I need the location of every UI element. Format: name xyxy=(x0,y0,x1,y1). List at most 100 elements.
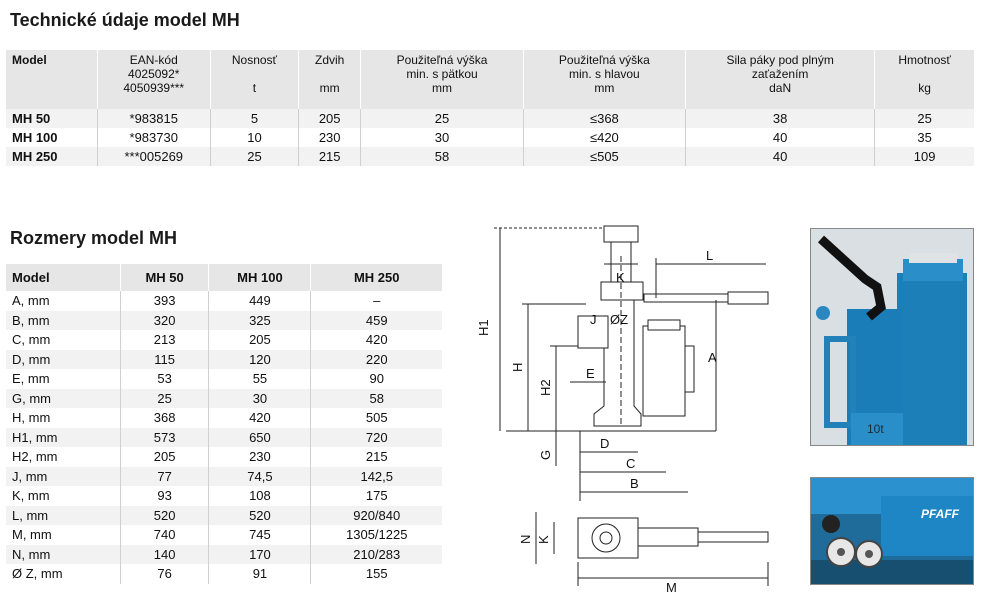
value-cell: 220 xyxy=(310,349,442,369)
dimension-name-cell: H2, mm xyxy=(6,447,121,467)
value-cell: 55 xyxy=(208,369,311,389)
dimension-name-cell: H1, mm xyxy=(6,427,121,447)
dimension-name-cell: H, mm xyxy=(6,408,121,428)
value-cell: 368 xyxy=(119,408,209,428)
tech-header-line: mm xyxy=(319,81,340,95)
value-cell: 25 xyxy=(874,109,974,128)
value-cell: 115 xyxy=(119,349,209,369)
value-cell: 420 xyxy=(208,408,311,428)
value-cell: 108 xyxy=(208,486,311,506)
dim-label-b: B xyxy=(630,476,639,491)
dim-label-d: D xyxy=(600,436,609,451)
value-cell: 170 xyxy=(208,544,311,564)
value-cell: 58 xyxy=(360,147,524,166)
dims-header-col-1: MH 50 xyxy=(119,264,209,291)
dim-label-c: C xyxy=(626,456,635,471)
tech-header-line: mm xyxy=(432,81,452,95)
tech-header-line: Model xyxy=(12,53,47,67)
dim-label-n: N xyxy=(518,535,533,544)
model-cell: MH 100 xyxy=(6,128,98,147)
value-cell: 76 xyxy=(119,564,209,584)
value-cell: 459 xyxy=(310,310,442,330)
dim-label-l: L xyxy=(706,248,713,263)
value-cell: 120 xyxy=(208,349,311,369)
tech-header-line: 4050939*** xyxy=(123,81,185,95)
value-cell: 320 xyxy=(119,310,209,330)
value-cell: 25 xyxy=(209,147,299,166)
value-cell: ≤420 xyxy=(522,128,686,147)
value-cell: 740 xyxy=(119,525,209,545)
value-cell: ≤368 xyxy=(522,109,686,128)
tech-header-line: Použiteľná výška xyxy=(396,53,488,67)
dim-label-h: H xyxy=(510,363,525,372)
dimension-name-cell: E, mm xyxy=(6,369,121,389)
dim-label-z: ØZ xyxy=(610,312,628,327)
dimension-name-cell: J, mm xyxy=(6,466,121,486)
value-cell: 5 xyxy=(209,109,299,128)
dimension-name-cell: G, mm xyxy=(6,388,121,408)
value-cell: 155 xyxy=(310,564,442,584)
dim-label-g: G xyxy=(538,450,553,460)
dimension-name-cell: L, mm xyxy=(6,505,121,525)
dims-header-col-3: MH 250 xyxy=(310,264,442,291)
dimension-name-cell: M, mm xyxy=(6,525,121,545)
dim-label-e: E xyxy=(586,366,595,381)
dimension-name-cell: C, mm xyxy=(6,330,121,350)
value-cell: 650 xyxy=(208,427,311,447)
tech-header-line xyxy=(303,67,356,81)
value-cell: 58 xyxy=(310,388,442,408)
value-cell: 210/283 xyxy=(310,544,442,564)
value-cell: 230 xyxy=(297,128,361,147)
value-cell: 213 xyxy=(119,330,209,350)
value-cell: 140 xyxy=(119,544,209,564)
tech-header-model: Model xyxy=(6,50,98,109)
tech-header-line: min. s hlavou xyxy=(569,67,640,81)
tech-header-line: EAN-kód xyxy=(129,53,178,67)
tech-header-line: kg xyxy=(918,81,931,95)
value-cell: 25 xyxy=(360,109,524,128)
jack-photo-top: 10t xyxy=(810,228,974,446)
jack-photo-detail: PFAFF xyxy=(810,477,974,585)
value-cell: 205 xyxy=(119,447,209,467)
dims-header-col-2: MH 100 xyxy=(208,264,311,291)
dims-title: Rozmery model MH xyxy=(10,228,178,248)
value-cell: 325 xyxy=(208,310,311,330)
value-cell: 520 xyxy=(208,505,311,525)
tech-header-line: 4025092* xyxy=(128,67,180,81)
value-cell: 40 xyxy=(685,147,875,166)
value-cell: *983815 xyxy=(96,109,211,128)
value-cell: 109 xyxy=(874,147,974,166)
value-cell: 205 xyxy=(208,330,311,350)
value-cell: 30 xyxy=(360,128,524,147)
dim-label-h2: H2 xyxy=(538,379,553,396)
tech-header-line: t xyxy=(252,81,257,95)
value-cell: 30 xyxy=(208,388,311,408)
value-cell: 35 xyxy=(874,128,974,147)
value-cell: ***005269 xyxy=(96,147,211,166)
tech-title: Technické údaje model MH xyxy=(10,10,240,30)
dim-label-k-plan: K xyxy=(536,535,551,544)
dimension-name-cell: K, mm xyxy=(6,486,121,506)
tech-header-line: mm xyxy=(594,81,615,95)
tech-header-line: zaťažením xyxy=(751,67,809,81)
value-cell: 74,5 xyxy=(208,466,311,486)
value-cell: 520 xyxy=(119,505,209,525)
